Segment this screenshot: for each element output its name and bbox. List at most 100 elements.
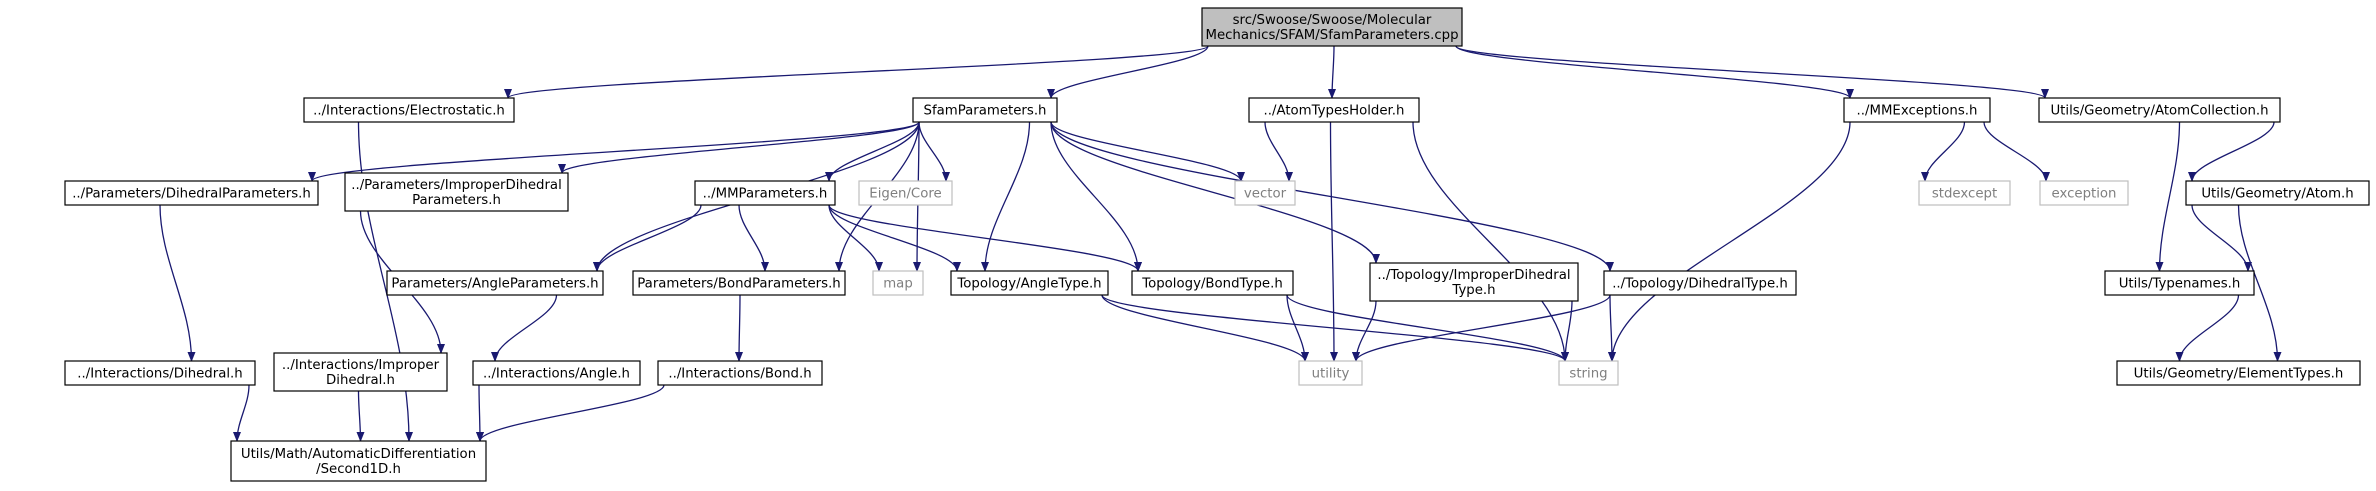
edge-root-to-sfam-parameters [1047,45,1209,99]
node-angle[interactable]: ../Interactions/Angle.h [472,360,641,386]
node-typenames-box [2104,270,2255,296]
edge-bond-type-to-utility [1286,294,1309,362]
node-dihedral-type-label: ../Topology/DihedralType.h [1612,277,1788,292]
node-exception-box [2039,180,2129,206]
node-exception: exception [2039,180,2129,206]
edge-dihedral-type-to-string [1607,294,1616,362]
node-atom-collection-box [2038,97,2281,123]
edge-improper-dihedral-to-second1d [356,390,365,442]
node-angle-label: ../Interactions/Angle.h [483,367,630,382]
edge-typenames-to-element-types [2175,294,2240,362]
node-dihedral-type[interactable]: ../Topology/DihedralType.h [1603,270,1797,296]
node-angle-type[interactable]: Topology/AngleType.h [950,270,1109,296]
node-eigen-core: Eigen/Core [858,180,953,206]
node-atom-collection[interactable]: Utils/Geometry/AtomCollection.h [2038,97,2281,123]
node-typenames-label: Utils/Typenames.h [2119,277,2241,292]
edge-dihedral-type-to-utility [1352,294,1611,362]
edge-sfam-parameters-to-mm-parameters [825,121,920,182]
node-improper-dihedral[interactable]: ../Interactions/ImproperDihedral.h [273,352,448,392]
edge-dihedral-to-second1d [233,384,250,442]
edge-bond-parameters-to-bond [735,294,744,362]
node-mm-exceptions-label: ../MMExceptions.h [1857,104,1978,119]
node-improper-dihedral-type-label: Type.h [1451,283,1495,298]
node-element-types-box [2116,360,2361,386]
node-dihedral[interactable]: ../Interactions/Dihedral.h [64,360,256,386]
edge-sfam-parameters-to-bond-type [1050,121,1142,272]
edge-mm-parameters-to-angle-type [828,204,961,272]
edge-sfam-parameters-to-dihedral-type [1050,121,1614,272]
node-second1d[interactable]: Utils/Math/AutomaticDifferentiation/Seco… [230,440,487,482]
node-string-label: string [1569,367,1607,382]
node-second1d-box [230,440,487,482]
node-utility-label: utility [1312,367,1350,382]
node-dihedral-parameters[interactable]: ../Parameters/DihedralParameters.h [64,180,319,206]
edge-dihedral-parameters-to-dihedral [159,204,196,362]
node-eigen-core-label: Eigen/Core [869,187,941,202]
node-stdexcept: stdexcept [1918,180,2011,206]
edge-mm-parameters-to-angle-parameters [593,204,702,272]
node-utility: utility [1298,360,1363,386]
edge-atom-types-holder-to-utility [1329,121,1338,362]
node-typenames[interactable]: Utils/Typenames.h [2104,270,2255,296]
edge-atom-collection-to-typenames [2155,121,2181,272]
node-bond-type[interactable]: Topology/BondType.h [1131,270,1294,296]
node-root-box [1201,7,1463,47]
node-bond-parameters[interactable]: Parameters/BondParameters.h [632,270,846,296]
node-bond-label: ../Interactions/Bond.h [668,367,811,382]
node-atom-types-holder[interactable]: ../AtomTypesHolder.h [1248,97,1420,123]
edge-angle-to-second1d [475,384,484,442]
node-bond-type-box [1131,270,1294,296]
node-bond[interactable]: ../Interactions/Bond.h [657,360,823,386]
node-improper-dihedral-parameters[interactable]: ../Parameters/ImproperDihedralParameters… [344,172,569,212]
node-angle-parameters-label: Parameters/AngleParameters.h [391,277,598,292]
node-mm-parameters-label: ../MMParameters.h [703,187,828,202]
edge-mm-exceptions-to-exception [1983,121,2050,182]
node-bond-box [657,360,823,386]
node-eigen-core-box [858,180,953,206]
node-improper-dihedral-label: Dihedral.h [326,373,395,388]
node-angle-type-label: Topology/AngleType.h [956,277,1101,292]
edge-atom-to-typenames [2191,204,2252,272]
node-mm-parameters[interactable]: ../MMParameters.h [694,180,836,206]
node-electrostatic[interactable]: ../Interactions/Electrostatic.h [303,97,515,123]
node-atom[interactable]: Utils/Geometry/Atom.h [2185,180,2370,206]
node-atom-types-holder-box [1248,97,1420,123]
node-vector-label: vector [1244,187,1287,202]
edge-mm-parameters-to-map [828,204,883,272]
edge-atom-collection-to-atom [2188,121,2275,182]
edge-mm-exceptions-to-stdexcept [1921,121,1966,182]
edge-improper-dihedral-type-to-string [1561,300,1573,362]
node-string: string [1558,360,1619,386]
node-mm-exceptions[interactable]: ../MMExceptions.h [1843,97,1991,123]
node-root: src/Swoose/Swoose/MolecularMechanics/SFA… [1201,7,1463,47]
node-bond-type-label: Topology/BondType.h [1141,277,1283,292]
node-root-label: Mechanics/SFAM/SfamParameters.cpp [1205,28,1458,43]
node-angle-parameters[interactable]: Parameters/AngleParameters.h [386,270,604,296]
edge-bond-to-second1d [476,384,665,442]
node-angle-parameters-box [386,270,604,296]
edge-angle-type-to-string [1101,294,1569,362]
edge-electrostatic-to-second1d [357,121,413,442]
node-electrostatic-box [303,97,515,123]
node-utility-box [1298,360,1363,386]
node-element-types[interactable]: Utils/Geometry/ElementTypes.h [2116,360,2361,386]
edge-mm-parameters-to-bond-parameters [738,204,769,272]
node-electrostatic-label: ../Interactions/Electrostatic.h [313,104,505,119]
edge-sfam-parameters-to-improper-dihedral-type [1050,121,1380,264]
edge-sfam-parameters-to-vector [1050,121,1245,182]
node-sfam-parameters[interactable]: SfamParameters.h [912,97,1058,123]
node-map-label: map [883,277,913,292]
edge-sfam-parameters-to-angle-type [981,121,1031,272]
node-improper-dihedral-type-label: ../Topology/ImproperDihedral [1377,268,1570,283]
node-bond-parameters-label: Parameters/BondParameters.h [637,277,840,292]
node-atom-label: Utils/Geometry/Atom.h [2201,187,2353,202]
node-atom-collection-label: Utils/Geometry/AtomCollection.h [2050,104,2268,119]
node-angle-box [472,360,641,386]
node-improper-dihedral-type-box [1369,262,1579,302]
node-sfam-parameters-box [912,97,1058,123]
node-dihedral-parameters-box [64,180,319,206]
edge-mm-exceptions-to-string [1608,121,1851,362]
node-map-box [872,270,924,296]
